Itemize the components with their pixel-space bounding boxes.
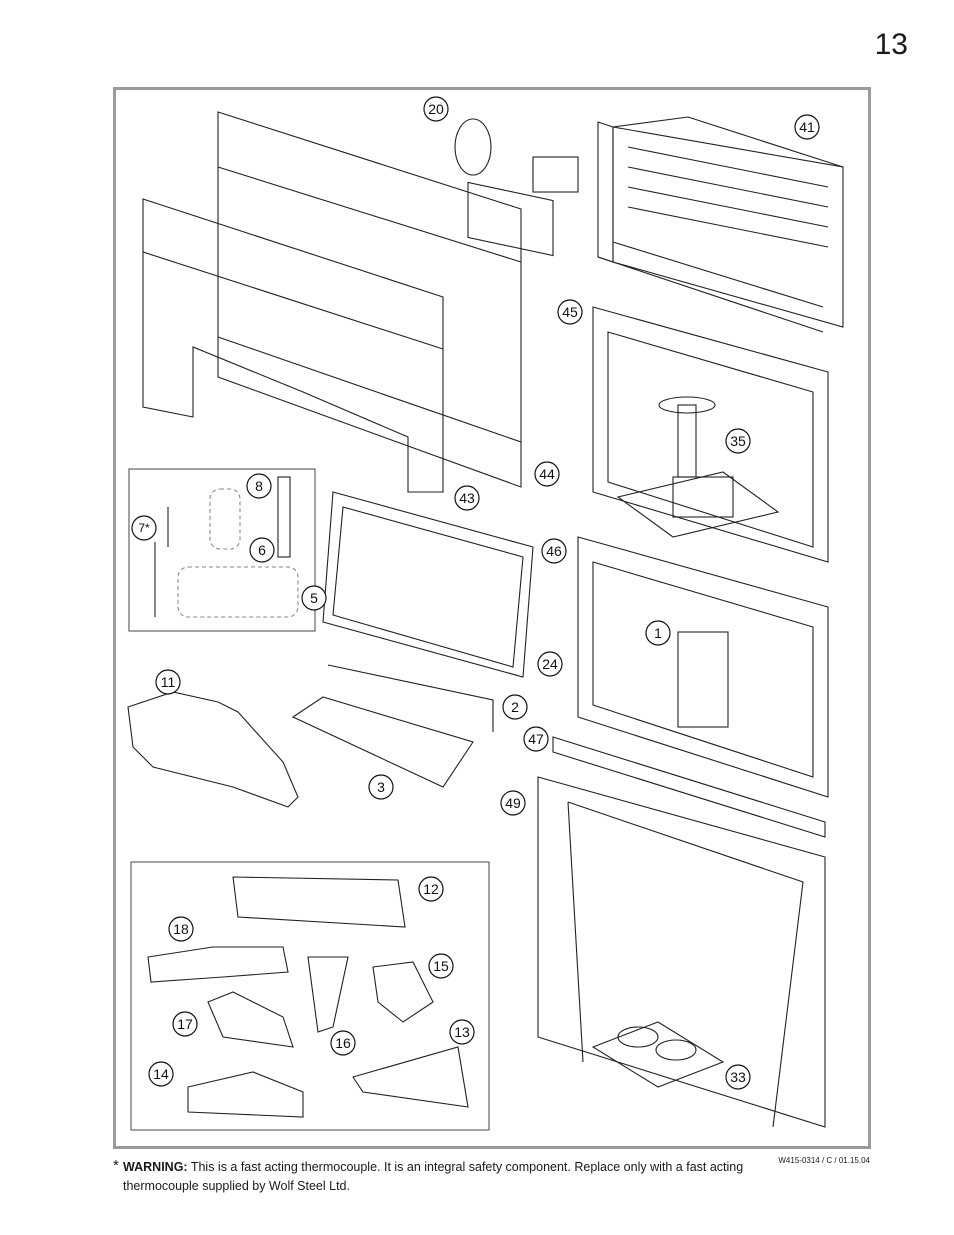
- burner-pan-drawing: [291, 696, 474, 788]
- callout-label: 24: [542, 656, 558, 672]
- callout-13: [449, 1019, 475, 1045]
- callout-2: [502, 694, 528, 720]
- callout-label: 1: [654, 625, 662, 641]
- valve-parts-inset: [128, 468, 316, 632]
- page-number: 13: [874, 28, 908, 61]
- log-15-drawing: [372, 961, 434, 1023]
- callout-5: [301, 585, 327, 611]
- pilot-group-outline: [209, 488, 241, 550]
- callout-6: [249, 537, 275, 563]
- callout-46: [541, 538, 567, 564]
- callout-label: 43: [459, 490, 475, 506]
- log-14-drawing: [187, 1071, 304, 1118]
- callout-label: 6: [258, 542, 266, 558]
- callout-47: [523, 726, 549, 752]
- callout-label: 45: [562, 304, 578, 320]
- glass-door-drawing: [322, 491, 534, 678]
- callout-18: [168, 916, 194, 942]
- blower-drawing: [454, 118, 579, 257]
- callout-label: 2: [511, 699, 519, 715]
- asterisk-marker: *: [113, 1157, 119, 1174]
- callout-8: [246, 473, 272, 499]
- grille-plate-drawing: [591, 1021, 725, 1088]
- callout-label: 7*: [138, 521, 150, 535]
- trim-strip-drawing: [552, 736, 826, 838]
- log-17-drawing: [207, 991, 294, 1048]
- warning-label: WARNING:: [123, 1160, 188, 1174]
- log-13-drawing: [352, 1046, 469, 1108]
- burner-tube-drawing: [327, 664, 494, 732]
- callout-41: [794, 114, 820, 140]
- callout-33: [725, 1064, 751, 1090]
- callout-label: 47: [528, 731, 544, 747]
- warning-text: This is a fast acting thermocouple. It i…: [123, 1160, 744, 1193]
- exploded-parts-diagram: 20 41 45 35 44 43 8 7* 6 5 24 46 1 11 2 …: [127, 96, 844, 1131]
- callout-1: [645, 620, 671, 646]
- decorative-front-45-drawing: [592, 306, 829, 563]
- callout-49: [500, 790, 526, 816]
- callout-label: 16: [335, 1035, 351, 1051]
- callout-label: 17: [177, 1016, 193, 1032]
- log-set-drawing: [127, 691, 299, 808]
- callout-markers: [131, 96, 820, 1090]
- callout-35: [725, 428, 751, 454]
- brick-liner-drawing: [597, 116, 844, 333]
- callout-11: [155, 669, 181, 695]
- log-parts-inset: [130, 861, 490, 1131]
- callout-24: [537, 651, 563, 677]
- callout-label: 5: [310, 590, 318, 606]
- callout-label: 20: [428, 101, 444, 117]
- rear-panel-drawing: [217, 111, 522, 488]
- surround-drawing: [537, 776, 826, 1128]
- callout-45: [557, 299, 583, 325]
- callout-label: 11: [161, 674, 176, 690]
- diagram-frame: [113, 87, 871, 1149]
- callout-15: [428, 953, 454, 979]
- callout-label: 49: [505, 795, 521, 811]
- callout-44: [534, 461, 560, 487]
- gas-valve-drawing: [677, 631, 729, 728]
- callout-label: 41: [799, 119, 815, 135]
- callout-7: [131, 515, 157, 541]
- vent-adapter-drawing: [616, 396, 780, 538]
- front-panel-drawing: [142, 198, 444, 493]
- log-16-drawing: [307, 956, 349, 1033]
- callout-label: 12: [423, 881, 439, 897]
- callout-label: 18: [173, 921, 189, 937]
- callout-16: [330, 1030, 356, 1056]
- callout-label: 3: [377, 779, 385, 795]
- log-18-drawing: [147, 946, 289, 983]
- callout-label: 33: [730, 1069, 746, 1085]
- callout-label: 35: [730, 433, 746, 449]
- callout-3: [368, 774, 394, 800]
- document-code: W415-0314 / C / 01.15.04: [778, 1156, 870, 1165]
- callout-label: 8: [255, 478, 263, 494]
- log-12-drawing: [232, 876, 406, 928]
- callout-20: [423, 96, 449, 122]
- warning-body: WARNING: This is a fast acting thermocou…: [113, 1158, 763, 1196]
- callout-17: [172, 1011, 198, 1037]
- callout-label: 15: [433, 958, 449, 974]
- callout-label: 14: [153, 1066, 169, 1082]
- gas-valve-group-outline: [177, 566, 299, 618]
- decorative-front-46-drawing: [577, 536, 829, 798]
- callout-14: [148, 1061, 174, 1087]
- callout-label: 13: [454, 1024, 470, 1040]
- callout-label: 46: [546, 543, 562, 559]
- callout-43: [454, 485, 480, 511]
- warning-note: * WARNING: This is a fast acting thermoc…: [113, 1157, 763, 1196]
- callout-12: [418, 876, 444, 902]
- callout-label: 44: [539, 466, 555, 482]
